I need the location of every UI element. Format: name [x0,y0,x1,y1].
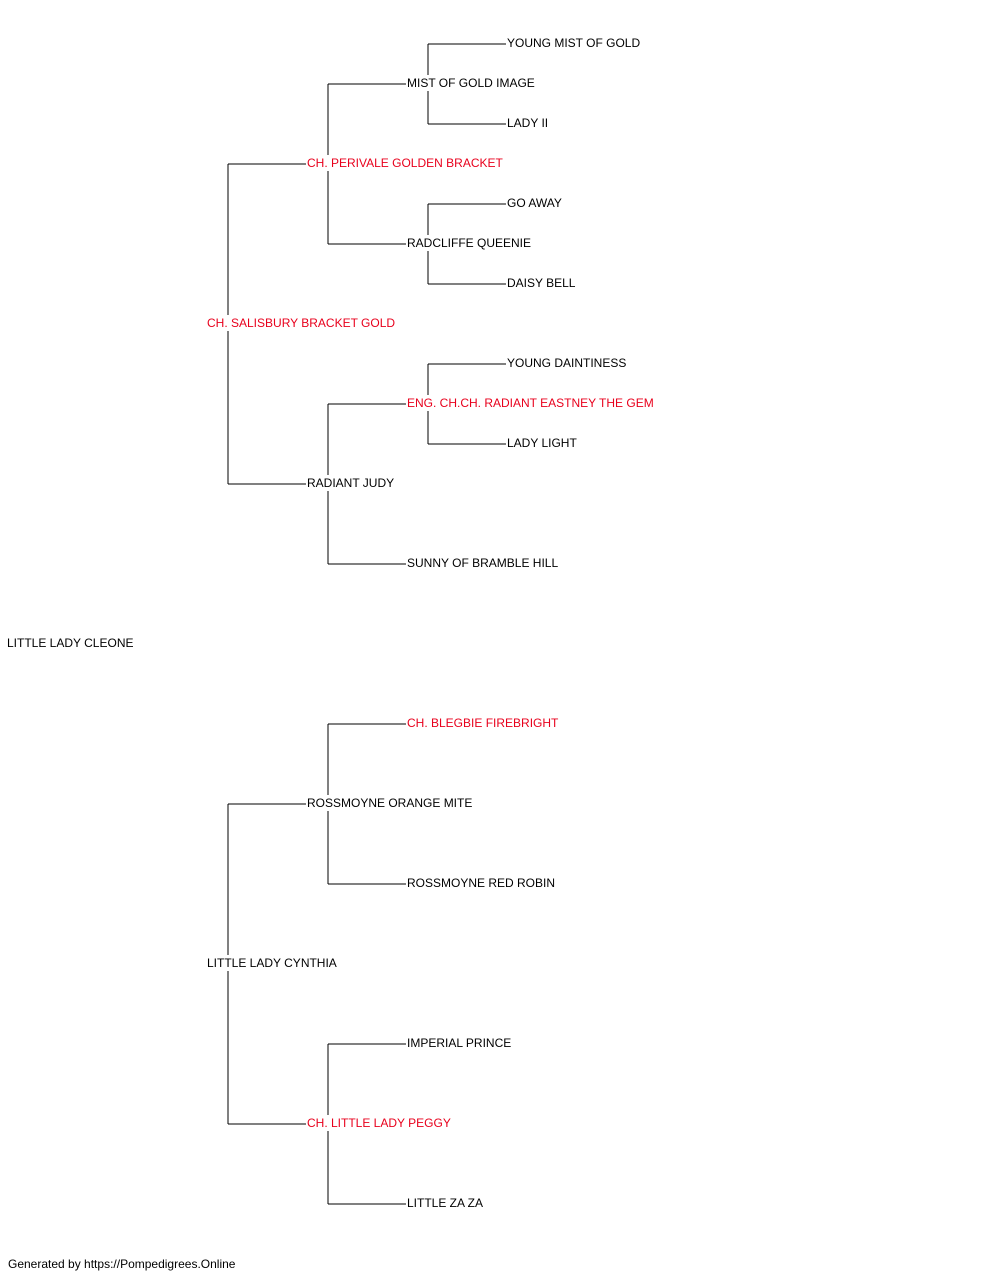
ancestor-name-dds: IMPERIAL PRINCE [407,1035,514,1051]
ancestor-name-dsd: ROSSMOYNE RED ROBIN [407,875,558,891]
ancestor-name-dss: CH. BLEGBIE FIREBRIGHT [407,715,561,731]
dam-name: LITTLE LADY CYNTHIA [207,955,339,971]
ancestor-name-ssd: RADCLIFFE QUEENIE [407,235,534,251]
maternal-granddam-name: CH. LITTLE LADY PEGGY [307,1115,453,1131]
ancestor-name-sdsd: LADY LIGHT [507,435,579,451]
ancestor-name-sss: MIST OF GOLD IMAGE [407,75,537,91]
sire-name: CH. SALISBURY BRACKET GOLD [207,315,398,331]
ancestor-name-sdd: SUNNY OF BRAMBLE HILL [407,555,561,571]
paternal-granddam-name: RADIANT JUDY [307,475,397,491]
ancestor-name-ddd: LITTLE ZA ZA [407,1195,486,1211]
ancestor-name-ssds: GO AWAY [507,195,564,211]
subject-dog-name: LITTLE LADY CLEONE [7,635,136,651]
generator-credit: Generated by https://Pompedigrees.Online [8,1257,236,1271]
ancestor-name-ssdd: DAISY BELL [507,275,578,291]
ancestor-name-sssd: LADY II [507,115,551,131]
ancestor-name-ssss: YOUNG MIST OF GOLD [507,35,643,51]
ancestor-name-sds: ENG. CH.CH. RADIANT EASTNEY THE GEM [407,395,656,411]
ancestor-name-sdss: YOUNG DAINTINESS [507,355,629,371]
paternal-grandsire-name: CH. PERIVALE GOLDEN BRACKET [307,155,505,171]
maternal-grandsire-name: ROSSMOYNE ORANGE MITE [307,795,475,811]
